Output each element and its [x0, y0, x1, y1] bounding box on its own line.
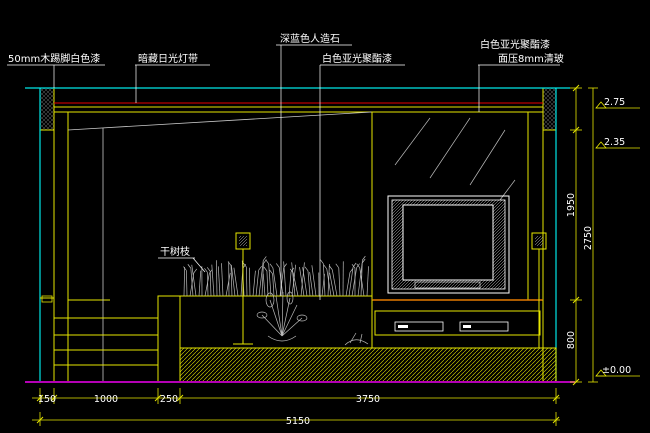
dim-lower: 800 — [566, 331, 577, 349]
leader-lines — [7, 44, 560, 300]
label-hidden-light: 暗藏日光灯带 — [138, 52, 198, 65]
label-white-matte-paint: 白色亚光聚酯漆 — [322, 52, 392, 65]
tv-wall-panel — [371, 111, 544, 349]
slanted-panel — [67, 111, 373, 382]
label-white-matte-paint-2-line2: 面压8mm清玻 — [498, 52, 564, 65]
tv-cabinet — [374, 310, 541, 336]
right-dimensions — [570, 84, 598, 386]
television — [387, 195, 510, 294]
potted-plant — [256, 291, 308, 342]
right-speaker — [531, 232, 547, 348]
dim-seg1: 150 — [38, 394, 56, 405]
dim-seg3: 250 — [160, 394, 178, 405]
label-white-matte-paint-2-line1: 白色亚光聚酯漆 — [480, 38, 550, 51]
left-wall-column — [39, 87, 55, 131]
dim-seg2: 1000 — [94, 394, 118, 405]
label-skirting: 50mm木踢脚白色漆 — [8, 52, 100, 65]
level-marker-top — [595, 101, 640, 109]
level-ceiling-text: 2.35 — [604, 137, 625, 148]
dim-upper: 1950 — [566, 193, 577, 217]
label-dry-branches: 干树枝 — [160, 245, 190, 258]
dry-branches — [183, 255, 369, 297]
level-top-text: 2.75 — [604, 97, 625, 108]
right-wall-column — [542, 87, 557, 131]
level-floor-text: ±0.00 — [602, 365, 631, 376]
bottom-dimensions — [32, 388, 560, 426]
label-dark-blue-stone: 深蓝色人造石 — [280, 32, 340, 45]
left-bench — [40, 295, 159, 382]
small-plant — [344, 332, 369, 346]
level-marker-ceiling — [595, 141, 640, 149]
left-speaker — [233, 232, 253, 345]
dim-seg4: 3750 — [356, 394, 380, 405]
floor-platform — [179, 347, 557, 383]
dim-total-height: 2750 — [583, 226, 594, 250]
dim-total-width: 5150 — [286, 416, 310, 427]
level-marker-floor — [595, 369, 640, 377]
